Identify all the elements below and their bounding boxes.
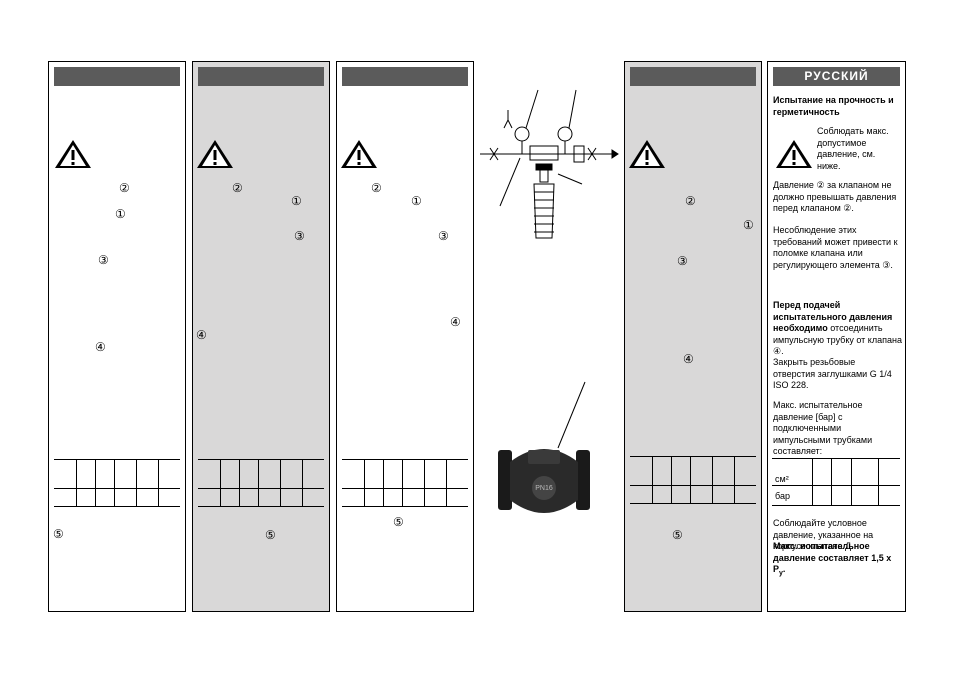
warning-icon [55,140,91,168]
column-4-header [630,67,756,86]
pressure-table [630,456,756,504]
para-6: Соблюдайте условное давление, указанное … [773,518,874,551]
test-pressure-table: см² бар [772,458,900,506]
warning-icon [197,140,233,168]
marker-2: ② [232,181,243,195]
marker-4: ④ [95,340,106,354]
marker-5: ⑤ [393,515,404,529]
para-7: Макс. испытательное давление составляет … [773,541,892,577]
column-1: ② ① ③ ④ ⑤ [48,61,186,612]
marker-5: ⑤ [265,528,276,542]
marker-1: ① [291,194,302,208]
row-label-area: см² [775,474,789,484]
para-2: Несоблюдение этих требований может приве… [773,225,898,270]
column-2-header [198,67,324,86]
column-russian: РУССКИЙ Испытание на прочность и гермети… [767,61,906,612]
warning-icon [629,140,665,168]
marker-2: ② [371,181,382,195]
valve-marking: PN16 [535,485,553,492]
marker-3: ③ [438,229,449,243]
marker-5: ⑤ [672,528,683,542]
marker-3: ③ [98,253,109,267]
valve-photo: PN16 [498,381,590,513]
russian-header: РУССКИЙ [773,67,900,86]
warning-icon [341,140,377,168]
marker-3: ③ [294,229,305,243]
marker-4: ④ [196,328,207,342]
marker-2: ② [119,181,130,195]
column-3: ② ① ③ ④ ⑤ [336,61,474,612]
pressure-table [54,459,180,507]
warning-text: Соблюдать макс. допустимое давление, см.… [817,126,889,171]
marker-1: ① [115,207,126,221]
marker-4: ④ [683,352,694,366]
row-label-pressure: бар [775,491,790,501]
column-1-header [54,67,180,86]
column-2: ② ① ③ ④ ⑤ [192,61,330,612]
para-4: Закрыть резьбовые отверстия заглушками G… [773,357,892,390]
valve-installation-diagram [480,89,619,239]
para-5: Макс. испытательное давление [бар] с под… [773,400,873,456]
para-1: Давление ② за клапаном не должно превыша… [773,180,897,213]
marker-1: ① [743,218,754,232]
marker-5: ⑤ [53,527,64,541]
marker-3: ③ [677,254,688,268]
warning-icon [776,140,812,168]
marker-1: ① [411,194,422,208]
pressure-table [198,459,324,507]
heading: Испытание на прочность и герметичность [773,95,894,117]
marker-2: ② [685,194,696,208]
pressure-table [342,459,468,507]
marker-4: ④ [450,315,461,329]
para-3: Перед подачей испытательного давления не… [773,300,902,356]
column-4: ② ① ③ ④ ⑤ [624,61,762,612]
column-3-header [342,67,468,86]
